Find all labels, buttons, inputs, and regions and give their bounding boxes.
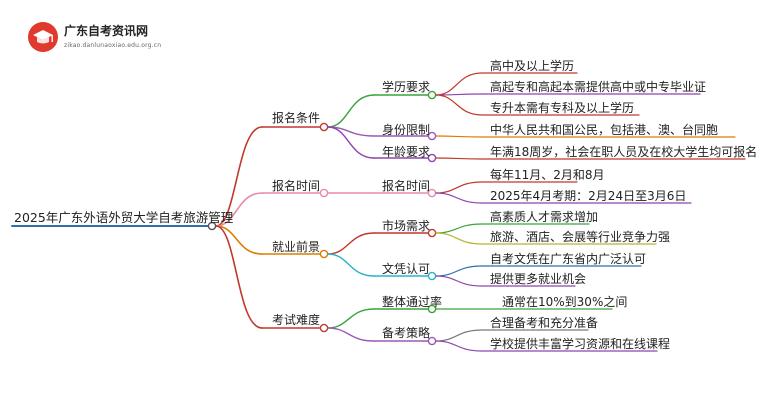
node-label-identity-restriction: 身份限制 bbox=[382, 123, 431, 137]
branch-node-dot bbox=[319, 323, 329, 333]
leaf-connector bbox=[435, 192, 483, 204]
root-node-dot bbox=[207, 221, 217, 231]
leaf-text: 通常在10%到30%之间 bbox=[502, 295, 628, 309]
leaf-text: 高中及以上学历 bbox=[490, 59, 575, 73]
leaf-text: 年满18周岁，社会在职人员及在校大学生均可报名 bbox=[490, 145, 757, 159]
leaf-text: 自考文凭在广东省内广泛认可 bbox=[490, 252, 647, 266]
node-label-age-requirement: 年龄要求 bbox=[382, 145, 431, 159]
child-connector bbox=[327, 232, 375, 255]
site-logo-subtitle: zikao.danlunaoxiao.edu.org.cn bbox=[64, 42, 162, 49]
branch-node-dot bbox=[319, 188, 329, 198]
branch-label-employment-prospects: 就业前景 bbox=[272, 240, 321, 254]
leaf-connector bbox=[435, 72, 483, 96]
branch-node-dot bbox=[319, 122, 329, 132]
node-label-overall-pass-rate: 整体通过率 bbox=[382, 295, 443, 309]
site-logo-title: 广东自考资讯网 bbox=[64, 24, 149, 38]
leaf-connector bbox=[435, 265, 483, 277]
leaf-text: 高素质人才需求增加 bbox=[490, 210, 599, 224]
leaf-text: 合理备考和充分准备 bbox=[490, 316, 599, 330]
leaf-text: 提供更多就业机会 bbox=[490, 272, 587, 286]
branch-label-exam-difficulty: 考试难度 bbox=[272, 313, 321, 327]
branch-connector bbox=[215, 225, 263, 329]
node-label-exam-strategy: 备考策略 bbox=[382, 326, 431, 340]
child-connector bbox=[327, 308, 375, 329]
leaf-connector bbox=[435, 223, 483, 234]
branch-connector bbox=[215, 192, 263, 227]
node-label-market-demand: 市场需求 bbox=[382, 219, 431, 233]
child-connector bbox=[327, 327, 375, 342]
leaf-text: 旅游、酒店、会展等行业竞争力强 bbox=[490, 230, 671, 244]
leaf-connector bbox=[435, 135, 483, 138]
branch-label-registration-conditions: 报名条件 bbox=[272, 111, 321, 125]
child-connector bbox=[327, 126, 375, 159]
leaf-text: 高起专和高起本需提供高中或中专毕业证 bbox=[490, 80, 707, 94]
leaf-connector bbox=[435, 340, 483, 352]
root-node-label: 2025年广东外语外贸大学自考旅游管理 bbox=[14, 210, 234, 225]
leaf-connector bbox=[435, 157, 483, 160]
leaf-connector bbox=[435, 181, 483, 194]
branch-node-dot bbox=[319, 249, 329, 259]
leaf-connector bbox=[435, 329, 483, 342]
child-connector bbox=[327, 94, 375, 128]
node-label-education-requirement: 学历要求 bbox=[382, 80, 431, 94]
leaf-text: 每年11月、2月和8月 bbox=[490, 168, 605, 182]
branch-label-registration-time: 报名时间 bbox=[272, 179, 321, 193]
branch-connector bbox=[215, 126, 263, 227]
graduation-cap-icon bbox=[28, 22, 58, 52]
leaf-text: 2025年4月考期：2月24日至3月6日 bbox=[490, 189, 687, 203]
leaf-connector bbox=[435, 94, 483, 116]
leaf-connector bbox=[435, 275, 483, 287]
leaf-text: 专升本需有专科及以上学历 bbox=[490, 101, 635, 115]
leaf-text: 学校提供丰富学习资源和在线课程 bbox=[490, 337, 671, 351]
node-label-diploma-recognition: 文凭认可 bbox=[382, 262, 431, 276]
branch-connector bbox=[215, 225, 263, 255]
leaf-text: 中华人民共和国公民，包括港、澳、台同胞 bbox=[490, 123, 719, 137]
node-label-registration-time: 报名时间 bbox=[382, 179, 431, 193]
child-connector bbox=[327, 253, 375, 277]
leaf-connector bbox=[435, 232, 483, 245]
